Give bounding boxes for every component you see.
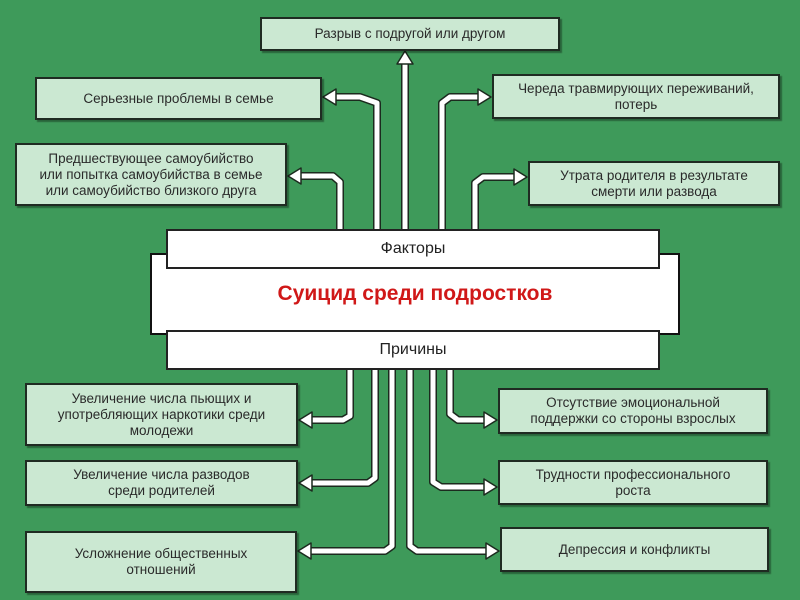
factors-band: Факторы [166,229,660,269]
arrow-to-parent-loss [471,168,528,229]
factor-box-trauma-series: Череда травмирующих переживаний, потерь [492,74,780,119]
arrow-to-alcohol-drugs [298,369,354,429]
arrow-to-depression [406,369,500,560]
arrow-to-family-problems [322,88,381,229]
cause-box-social-relations: Усложнение общественных отношений [25,531,297,593]
factor-box-breakup: Разрыв с подругой или другом [260,17,560,51]
arrow-to-divorces [298,369,379,492]
factor-box-prior-suicide: Предшествующее самоубийство или попытка … [15,143,287,206]
cause-box-divorces: Увеличение числа разводов среди родителе… [25,460,298,506]
arrow-to-trauma-series [438,88,492,229]
cause-box-career-difficulties: Трудности профессионального роста [498,460,768,505]
causes-band: Причины [166,330,660,370]
arrow-to-emotional-support [446,369,498,429]
factor-box-family-problems: Серьезные проблемы в семье [35,77,322,120]
cause-box-alcohol-drugs: Увеличение числа пьющих и употребляющих … [25,383,298,446]
factor-box-parent-loss: Утрата родителя в результате смерти или … [528,161,780,206]
arrow-to-social-relations [297,369,396,560]
arrow-to-breakup [396,50,414,229]
arrow-to-prior-suicide [287,167,344,229]
cause-box-depression: Депрессия и конфликты [500,527,769,572]
cause-box-emotional-support: Отсутствие эмоциональной поддержки со ст… [498,388,768,434]
arrow-to-career-difficulties [429,369,498,496]
